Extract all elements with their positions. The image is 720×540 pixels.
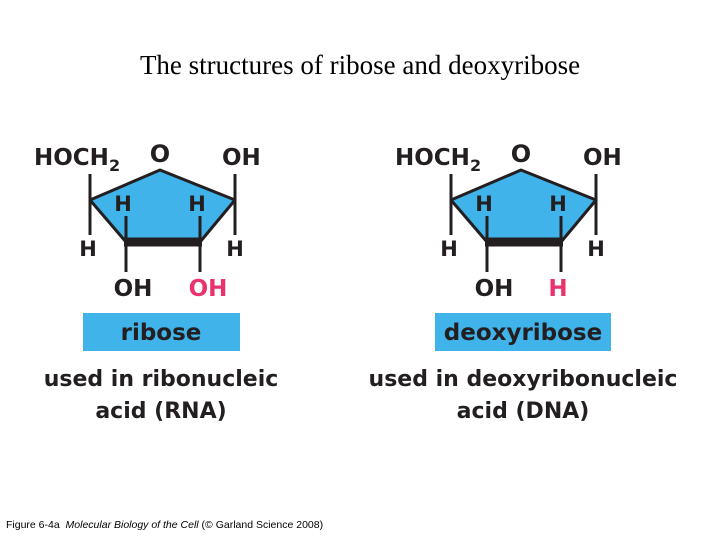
deoxyribose-usage-line2: acid (DNA) [457, 399, 590, 424]
ribose-h-outer-left: H [79, 237, 97, 261]
ribose-hoch2-label: HOCH2 [34, 145, 120, 175]
caption-book-title: Molecular Biology of the Cell [65, 519, 199, 531]
ribose-structure: HOCH2 O OH H H H H OH OH ribose used in … [34, 140, 278, 424]
deoxyribose-hoch2-label: HOCH2 [395, 145, 481, 175]
caption-copyright: (© Garland Science 2008) [201, 519, 324, 531]
deoxyribose-h-inner-left: H [475, 192, 493, 216]
figure-caption: Figure 6-4a Molecular Biology of the Cel… [6, 519, 323, 531]
slide-title: The structures of ribose and deoxyribose [139, 50, 581, 80]
deoxyribose-oh-bottom-left: OH [475, 276, 514, 302]
ribose-h-outer-right: H [226, 237, 244, 261]
deoxyribose-name: deoxyribose [444, 320, 602, 346]
deoxyribose-usage-line1: used in deoxyribonucleic [369, 367, 678, 392]
deoxyribose-h-inner-right: H [549, 192, 567, 216]
ribose-h-inner-left: H [114, 192, 132, 216]
ribose-oh-right: OH [222, 145, 261, 171]
ribose-usage-line2: acid (RNA) [95, 399, 226, 424]
deoxyribose-h-bottom-right: H [548, 276, 567, 302]
deoxyribose-oh-right: OH [583, 145, 622, 171]
deoxyribose-h-outer-left: H [440, 237, 458, 261]
deoxyribose-structure: HOCH2 O OH H H H H OH H deoxyribose used… [369, 140, 678, 424]
ribose-ring-oxygen: O [150, 140, 170, 168]
deoxyribose-ring [449, 168, 598, 244]
ribose-oh-bottom-right: OH [189, 276, 228, 302]
ribose-name: ribose [121, 320, 202, 346]
ribose-name-box [83, 313, 240, 351]
ribose-oh-bottom-left: OH [114, 276, 153, 302]
ribose-ring [88, 168, 237, 244]
ribose-h-inner-right: H [188, 192, 206, 216]
deoxyribose-ring-oxygen: O [511, 140, 531, 168]
deoxyribose-h-outer-right: H [587, 237, 605, 261]
deoxyribose-name-box [435, 313, 611, 351]
ribose-usage-line1: used in ribonucleic [44, 367, 279, 392]
caption-figure-number: Figure 6-4a [6, 519, 60, 531]
